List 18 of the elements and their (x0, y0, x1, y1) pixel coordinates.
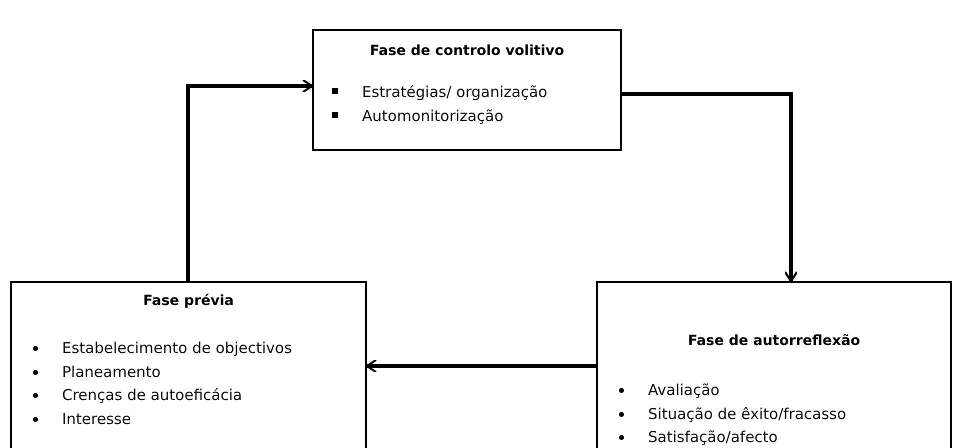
phase-box (312, 29, 622, 151)
list-item: Estabelecimento de objectivos (62, 339, 292, 357)
list-item: Estratégias/ organização (362, 83, 548, 101)
arrow (186, 78, 314, 281)
list-item: Interesse (62, 410, 131, 428)
arrow (366, 358, 596, 374)
list-item: Situação de êxito/fracasso (648, 404, 846, 422)
list-item: Satisfação/afecto (648, 428, 778, 446)
list-item: Planeamento (62, 362, 161, 380)
list-item: Crenças de autoeficácia (62, 386, 242, 404)
phase-box (596, 281, 952, 448)
list-item: Automonitorização (362, 107, 504, 125)
phase-title: Fase de autorreflexão (686, 333, 862, 349)
phase-title: Fase de controlo volitivo (368, 43, 566, 59)
phase-box (10, 281, 367, 448)
arrow (622, 92, 798, 282)
list-item: Avaliação (648, 381, 720, 399)
phase-title: Fase prévia (142, 293, 235, 309)
